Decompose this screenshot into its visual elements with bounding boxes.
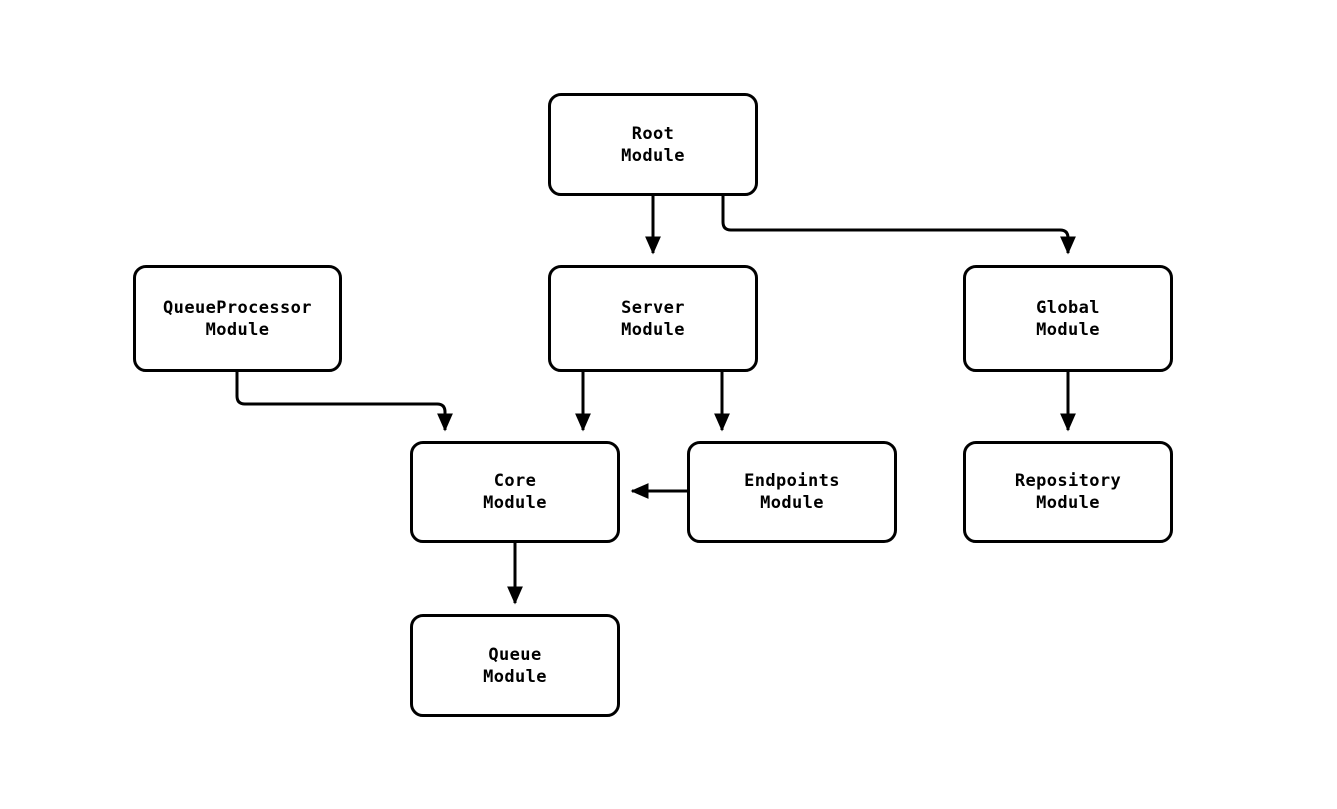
node-core-subtitle: Module: [483, 493, 547, 513]
edge-root-to-global: [721, 196, 1076, 255]
edges-group: [235, 196, 1076, 605]
node-queueprocessor-title: QueueProcessor: [163, 297, 312, 318]
node-global-title: Global: [1036, 297, 1100, 318]
node-server-title: Server: [621, 297, 685, 318]
node-repository-title: Repository: [1014, 471, 1122, 491]
node-endpoints-title: Endpoints: [744, 471, 840, 491]
node-server-subtitle: Module: [621, 319, 685, 340]
node-core-title: Core: [493, 471, 537, 491]
edge-queueprocessor-to-core: [235, 372, 453, 432]
node-endpoints-subtitle: Module: [760, 493, 824, 513]
node-queueprocessor-subtitle: Module: [205, 319, 270, 340]
node-queue-subtitle: Module: [483, 666, 547, 687]
node-global-subtitle: Module: [1036, 319, 1100, 340]
node-queue-title: Queue: [488, 644, 542, 665]
node-root-subtitle: Module: [621, 145, 685, 166]
node-repository-subtitle: Module: [1036, 493, 1100, 513]
node-root-title: Root: [631, 123, 675, 144]
